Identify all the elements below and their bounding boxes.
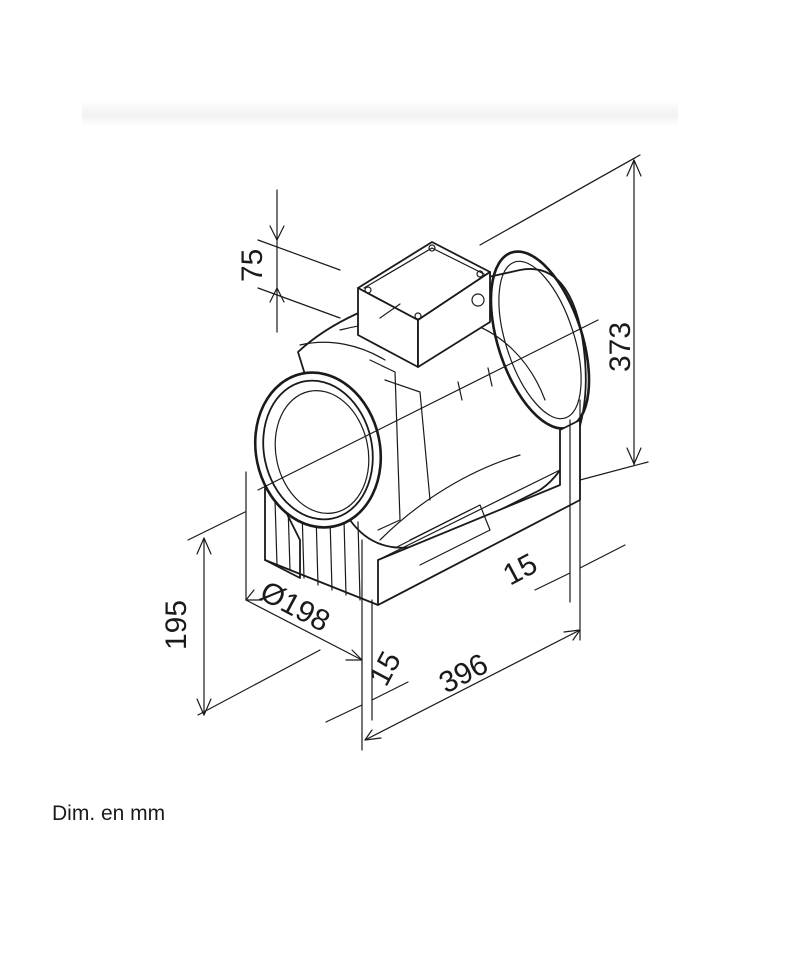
front-inlet-ring bbox=[253, 341, 431, 531]
terminal-box bbox=[357, 241, 491, 368]
dim-label-diameter: Ø198 bbox=[255, 575, 335, 639]
axis-line bbox=[257, 319, 599, 491]
dim-label-axis-height: 195 bbox=[160, 600, 193, 650]
dim-label-box-height: 75 bbox=[236, 249, 269, 282]
dim-label-length: 396 bbox=[434, 648, 494, 701]
scan-artifact-band bbox=[82, 100, 678, 126]
dimension-total-height: 373 bbox=[479, 154, 649, 481]
dim-label-flange-right: 15 bbox=[498, 547, 543, 592]
dimension-axis-height: 195 bbox=[160, 511, 321, 716]
dimension-box-height: 75 bbox=[236, 189, 341, 333]
dim-label-total-height: 373 bbox=[604, 322, 637, 372]
units-caption: Dim. en mm bbox=[52, 802, 166, 825]
dim-label-flange-left: 15 bbox=[363, 646, 408, 691]
dimension-length: 396 bbox=[364, 629, 581, 741]
